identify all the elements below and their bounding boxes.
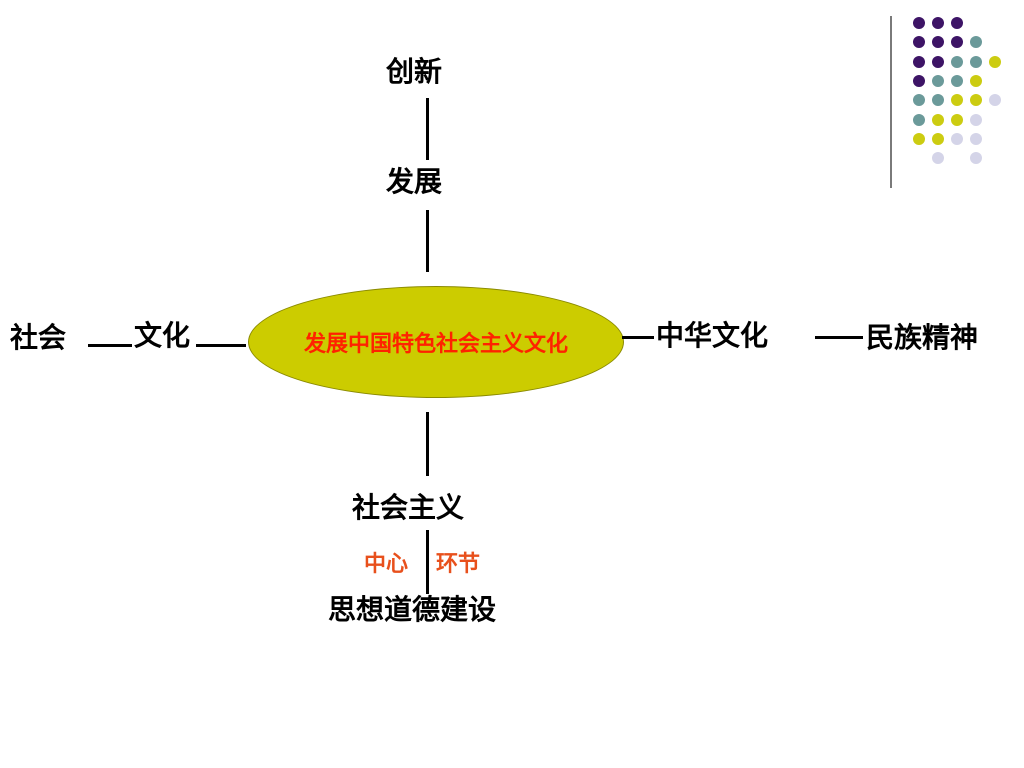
decorative-dot [932, 94, 944, 107]
decorative-dot [932, 74, 944, 87]
node-development: 发展 [386, 165, 443, 198]
decorative-separator-line [890, 16, 892, 188]
decorative-dot [970, 152, 982, 165]
decorative-dot [913, 55, 925, 68]
connector-left-outer [88, 344, 132, 347]
decorative-dot [951, 132, 963, 145]
decorative-dot [989, 55, 1001, 68]
decorative-dot [913, 132, 925, 145]
decorative-dot [913, 74, 925, 87]
connector-right-inner [622, 336, 654, 339]
decorative-dot [932, 36, 944, 49]
connector-top-outer [426, 98, 429, 160]
decorative-dot [932, 132, 944, 145]
node-national-spirit: 民族精神 [866, 321, 979, 354]
connector-bottom-outer [426, 530, 429, 594]
decorative-dot [951, 74, 963, 87]
node-culture: 文化 [134, 319, 191, 352]
connector-left-inner [196, 344, 246, 347]
decorative-dot [932, 113, 944, 126]
central-topic-label: 发展中国特色社会主义文化 [303, 331, 568, 357]
decorative-dot [951, 17, 963, 29]
node-ideological-moral-construction: 思想道德建设 [328, 593, 497, 626]
decorative-dot [913, 94, 925, 107]
decorative-dot [989, 94, 1001, 107]
node-chinese-culture: 中华文化 [656, 319, 769, 352]
note-center: 中心 [364, 551, 409, 577]
connector-right-outer [815, 336, 863, 339]
decorative-dot [970, 36, 982, 49]
decorative-dot [970, 55, 982, 68]
decorative-dot [970, 113, 982, 126]
note-link: 环节 [436, 551, 481, 577]
decorative-dot [913, 36, 925, 49]
connector-top-inner [426, 210, 429, 272]
decorative-dot [970, 94, 982, 107]
decorative-dot [913, 17, 925, 29]
decorative-dot [932, 55, 944, 68]
decorative-dot [970, 74, 982, 87]
decorative-dot [932, 17, 944, 29]
decorative-dot [951, 94, 963, 107]
node-society: 社会 [10, 321, 67, 354]
decorative-dot [951, 55, 963, 68]
decorative-dot [913, 113, 925, 126]
decorative-dot [932, 152, 944, 165]
node-innovation: 创新 [386, 55, 443, 88]
connector-bottom-inner [426, 412, 429, 476]
central-topic-ellipse: 发展中国特色社会主义文化 [248, 286, 624, 398]
decorative-dot [970, 132, 982, 145]
decorative-dot [951, 113, 963, 126]
node-socialism: 社会主义 [352, 491, 465, 524]
decorative-dot [951, 36, 963, 49]
